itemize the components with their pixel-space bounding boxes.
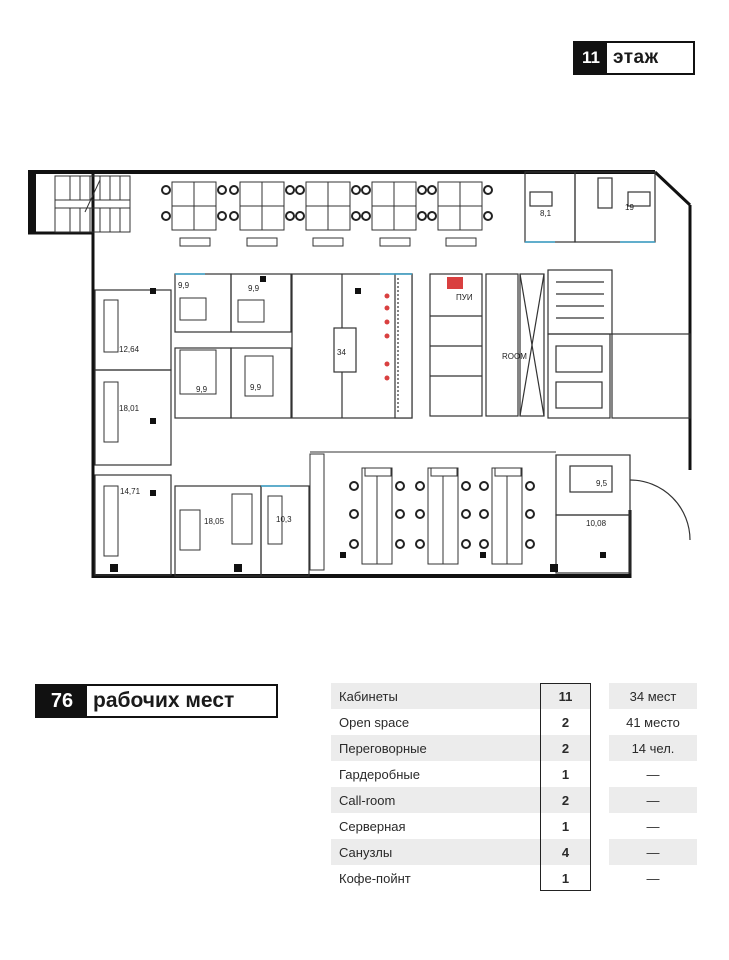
- chairs-top: [161, 185, 493, 221]
- room-label: 18,05: [204, 517, 225, 526]
- chairs-bottom: [349, 481, 535, 549]
- room-count: 11: [558, 688, 573, 704]
- summary-row: Переговорные 2 14 чел.: [331, 735, 697, 761]
- open-space-top: [171, 181, 483, 247]
- staircase-left: [54, 175, 131, 233]
- room-label: 9,5: [596, 479, 608, 488]
- meeting-room: [291, 273, 413, 419]
- room-capacity: —: [646, 870, 660, 886]
- wc-block: [429, 273, 545, 417]
- floor-badge: 11 этаж: [573, 41, 695, 75]
- summary-row: Open space 2 41 место: [331, 709, 697, 735]
- column-gap: [591, 683, 609, 891]
- room-capacity: —: [646, 792, 660, 808]
- floor-number: 11: [575, 43, 607, 73]
- room-count: 2: [561, 792, 570, 808]
- workplaces-label: рабочих мест: [93, 689, 235, 712]
- room-label: 10,3: [276, 515, 292, 524]
- room-capacity: 34 мест: [629, 688, 677, 704]
- open-space-bottom: [309, 451, 556, 571]
- floor-plan: 9,9 9,9 12,64 9,9 18,01 34 8,1 19 ПУИ RO…: [28, 170, 692, 578]
- room-label: 19: [625, 203, 634, 212]
- room-capacity: 41 место: [626, 714, 680, 730]
- room-capacity: —: [646, 818, 660, 834]
- summary-table: Кабинеты 11 34 мест Open space 2 41 мест…: [331, 683, 697, 891]
- room-type: Кабинеты: [339, 688, 398, 704]
- core-right: [547, 269, 691, 419]
- columns: [110, 276, 606, 572]
- summary-row: Серверная 1 —: [331, 813, 697, 839]
- room-count: 2: [561, 740, 570, 756]
- room-count: 2: [561, 714, 570, 730]
- room-capacity: 14 чел.: [631, 740, 675, 756]
- workplaces-badge: 76 рабочих мест: [35, 684, 278, 718]
- room-count: 4: [561, 844, 570, 860]
- room-capacity: —: [646, 844, 660, 860]
- room-label: ROOM: [502, 352, 527, 361]
- glass-partitions: [175, 241, 655, 487]
- room-label: 14,71: [120, 487, 141, 496]
- summary-row: Кофе-пойнт 1 —: [331, 865, 697, 891]
- desk-blocks-left: [103, 297, 283, 557]
- room-label: 12,64: [119, 345, 140, 354]
- room-label: 9,9: [248, 284, 260, 293]
- room-capacity: —: [646, 766, 660, 782]
- room-type: Санузлы: [339, 844, 393, 860]
- room-count: 1: [561, 818, 570, 834]
- room-type: Open space: [339, 714, 410, 730]
- summary-row: Call-room 2 —: [331, 787, 697, 813]
- floor-label: этаж: [613, 47, 659, 68]
- rooms-bottom-right: [555, 454, 691, 574]
- meeting-accents: [384, 277, 463, 381]
- room-type: Call-room: [339, 792, 396, 808]
- room-label: 18,01: [119, 404, 140, 413]
- summary-row: Санузлы 4 —: [331, 839, 697, 865]
- room-count: 1: [561, 766, 570, 782]
- room-label: 9,9: [178, 281, 190, 290]
- room-type: Переговорные: [339, 740, 427, 756]
- room-type: Серверная: [339, 818, 406, 834]
- room-count: 1: [561, 870, 570, 886]
- room-label: 34: [337, 348, 346, 357]
- room-label: 10,08: [586, 519, 607, 528]
- room-label: 9,9: [250, 383, 262, 392]
- room-label: 8,1: [540, 209, 552, 218]
- room-type: Гардеробные: [339, 766, 420, 782]
- workplaces-number: 76: [37, 686, 87, 716]
- room-label: 9,9: [196, 385, 208, 394]
- room-labels: 9,9 9,9 12,64 9,9 18,01 34 8,1 19 ПУИ RO…: [119, 203, 634, 528]
- room-type: Кофе-пойнт: [339, 870, 411, 886]
- summary-row: Кабинеты 11 34 мест: [331, 683, 697, 709]
- summary-row: Гардеробные 1 —: [331, 761, 697, 787]
- room-label: ПУИ: [456, 293, 473, 302]
- cabinets-top-right: [524, 171, 656, 243]
